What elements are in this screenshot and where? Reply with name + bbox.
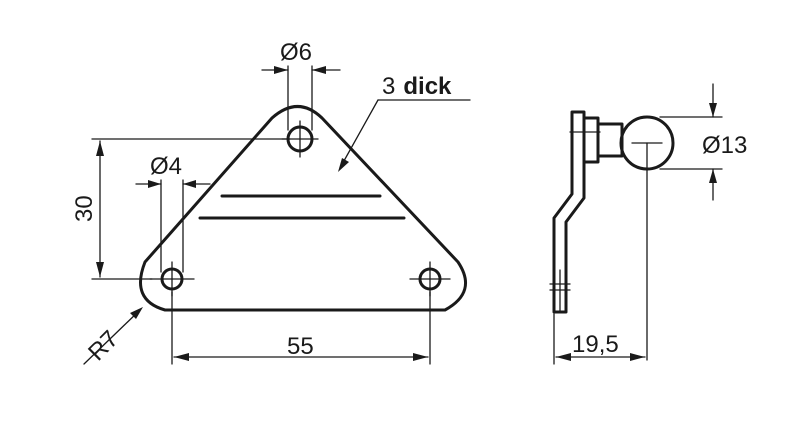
label-hole-top-diameter: Ø6 xyxy=(280,39,312,66)
label-side-offset: 19,5 xyxy=(572,331,619,358)
thickness-leader xyxy=(338,99,471,172)
plate-outline xyxy=(139,105,467,312)
label-thickness-word: dick xyxy=(403,73,452,100)
label-width: 55 xyxy=(287,333,314,360)
bent-strip xyxy=(552,110,586,314)
dim-top-hole xyxy=(261,65,341,131)
label-hole-bottom-diameter: Ø4 xyxy=(150,153,182,180)
side-view xyxy=(549,83,723,365)
collar xyxy=(582,116,600,164)
hole-bottom-right xyxy=(409,261,451,297)
label-thickness-number: 3 xyxy=(382,73,395,100)
dim-width xyxy=(171,291,431,365)
dim-bottom-hole xyxy=(135,179,211,273)
label-thickness: 3 dick xyxy=(382,73,452,100)
label-ball-diameter: Ø13 xyxy=(702,132,747,159)
label-height: 30 xyxy=(71,195,98,222)
neck xyxy=(596,122,624,158)
hole-bottom-left xyxy=(149,261,195,297)
triangular-plate xyxy=(139,105,467,312)
dim-height xyxy=(91,138,291,280)
dim-radius-leader xyxy=(83,307,143,365)
